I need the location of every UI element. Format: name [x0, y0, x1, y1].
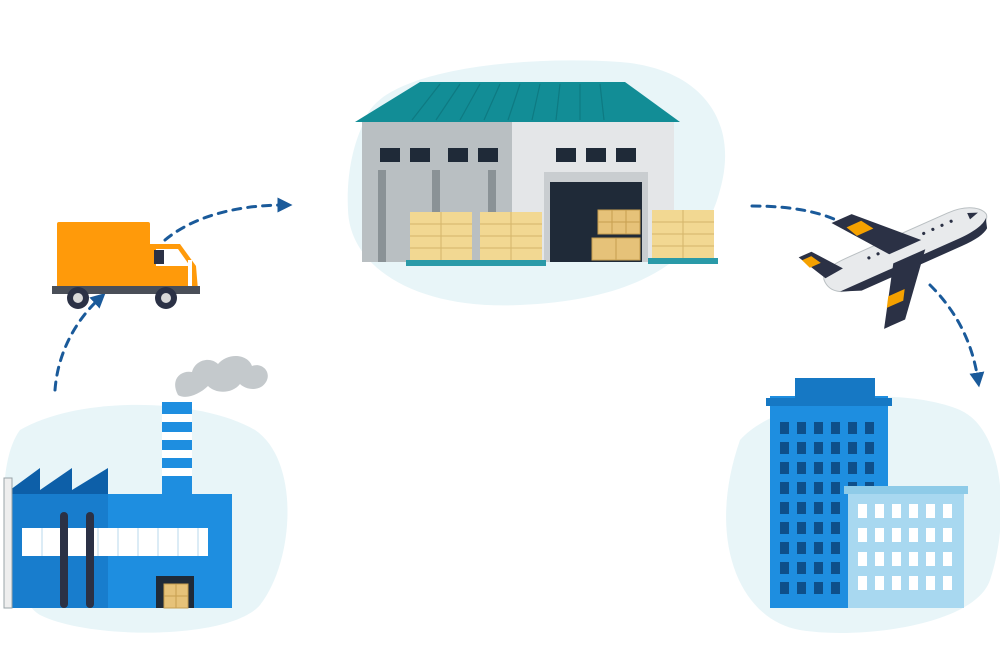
tower-window: [780, 502, 789, 514]
arrow-airplane-to-office: [928, 283, 985, 388]
building-window: [909, 552, 918, 566]
building-window: [943, 528, 952, 542]
tower-window: [814, 502, 823, 514]
pallet-3: [648, 210, 718, 264]
tower-window: [848, 462, 857, 474]
tower-window: [865, 462, 874, 474]
building-window: [909, 504, 918, 518]
tower-window: [797, 562, 806, 574]
tower-window: [797, 482, 806, 494]
tower-window: [797, 462, 806, 474]
tower-window: [797, 442, 806, 454]
building-window: [875, 528, 884, 542]
tower-window: [831, 522, 840, 534]
building-window: [858, 576, 867, 590]
tower-window: [814, 522, 823, 534]
building-window: [858, 504, 867, 518]
building-window: [892, 576, 901, 590]
tower-window: [780, 482, 789, 494]
tower-window: [797, 582, 806, 594]
tower-window: [831, 562, 840, 574]
tower-window: [780, 462, 789, 474]
tower-window: [780, 562, 789, 574]
tower-window: [848, 442, 857, 454]
tower-window: [814, 422, 823, 434]
tower-window: [814, 562, 823, 574]
building-window: [909, 528, 918, 542]
tower-window: [831, 582, 840, 594]
building-window: [892, 504, 901, 518]
building-window: [926, 504, 935, 518]
building-window: [926, 552, 935, 566]
tower-window: [780, 582, 789, 594]
building-window: [926, 528, 935, 542]
building-window: [943, 504, 952, 518]
building-window: [909, 576, 918, 590]
tower-window: [831, 482, 840, 494]
building-window: [858, 528, 867, 542]
tower-window: [814, 542, 823, 554]
tower-window: [848, 422, 857, 434]
tower-window: [780, 422, 789, 434]
tower-window: [831, 462, 840, 474]
tower-window: [797, 502, 806, 514]
tower-window: [831, 422, 840, 434]
building-window: [892, 552, 901, 566]
tower-window: [831, 542, 840, 554]
arrow-warehouse-to-airplane: [750, 204, 847, 227]
tower-window: [797, 522, 806, 534]
building-window: [875, 504, 884, 518]
building-window: [943, 576, 952, 590]
tower-window: [831, 502, 840, 514]
tower-window: [814, 462, 823, 474]
tower-window: [780, 522, 789, 534]
pallet-1: [406, 212, 476, 266]
airplane-icon: [798, 207, 988, 329]
arrow-truck-to-warehouse: [163, 197, 293, 242]
building-window: [875, 552, 884, 566]
warehouse-icon: [355, 82, 718, 266]
tower-window: [831, 442, 840, 454]
smoke-cloud: [175, 355, 268, 397]
tower-window: [780, 442, 789, 454]
delivery-truck-icon: [52, 222, 200, 309]
building-window: [875, 576, 884, 590]
tower-window: [814, 482, 823, 494]
building-window: [943, 552, 952, 566]
building-window: [892, 528, 901, 542]
tower-window: [797, 542, 806, 554]
tower-window: [865, 422, 874, 434]
building-window: [926, 576, 935, 590]
arrow-factory-to-truck: [53, 292, 106, 392]
building-window: [858, 552, 867, 566]
pallet-2: [476, 212, 546, 266]
factory-icon: [3, 355, 268, 609]
office-buildings-icon: [766, 378, 968, 608]
tower-window: [865, 442, 874, 454]
tower-window: [797, 422, 806, 434]
tower-window: [814, 442, 823, 454]
tower-window: [814, 582, 823, 594]
tower-window: [780, 542, 789, 554]
